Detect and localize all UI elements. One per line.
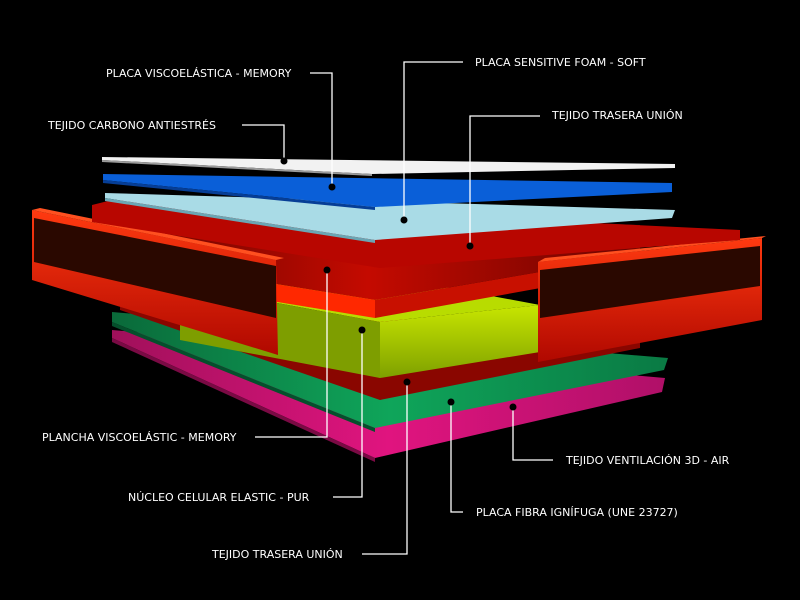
label-tejido-trasera-top: TEJIDO TRASERA UNIÓN [551,109,683,122]
leader-tejido-trasera-bottom [362,378,411,555]
label-placa-fibra: PLACA FIBRA IGNÍFUGA (UNE 23727) [476,506,678,519]
layer-placa-sensitive-foam [105,193,675,243]
label-placa-visco-memory: PLACA VISCOELÁSTICA - MEMORY [106,67,292,80]
label-placa-sensitive: PLACA SENSITIVE FOAM - SOFT [475,56,646,69]
leader-placa-fibra [447,398,463,513]
side-panel-right [538,236,766,362]
leader-nucleo [333,326,366,498]
leader-placa-visco-memory [310,72,336,191]
label-tejido-ventilacion: TEJIDO VENTILACIÓN 3D - AIR [565,454,730,467]
leader-tejido-carbono [242,124,288,165]
label-nucleo: NÚCLEO CELULAR ELASTIC - PUR [128,491,310,504]
leader-placa-sensitive [400,61,463,224]
label-plancha-visco: PLANCHA VISCOELÁSTIC - MEMORY [42,431,237,444]
leader-tejido-trasera-top [466,115,540,250]
label-tejido-carbono: TEJIDO CARBONO ANTIESTRÉS [47,119,216,132]
layer-placa-viscoelastica [103,174,672,210]
leader-plancha-visco [255,266,331,438]
layer-tejido-carbono [102,157,675,176]
leader-tejido-ventilacion [509,403,553,461]
label-tejido-trasera-bottom: TEJIDO TRASERA UNIÓN [211,548,343,561]
